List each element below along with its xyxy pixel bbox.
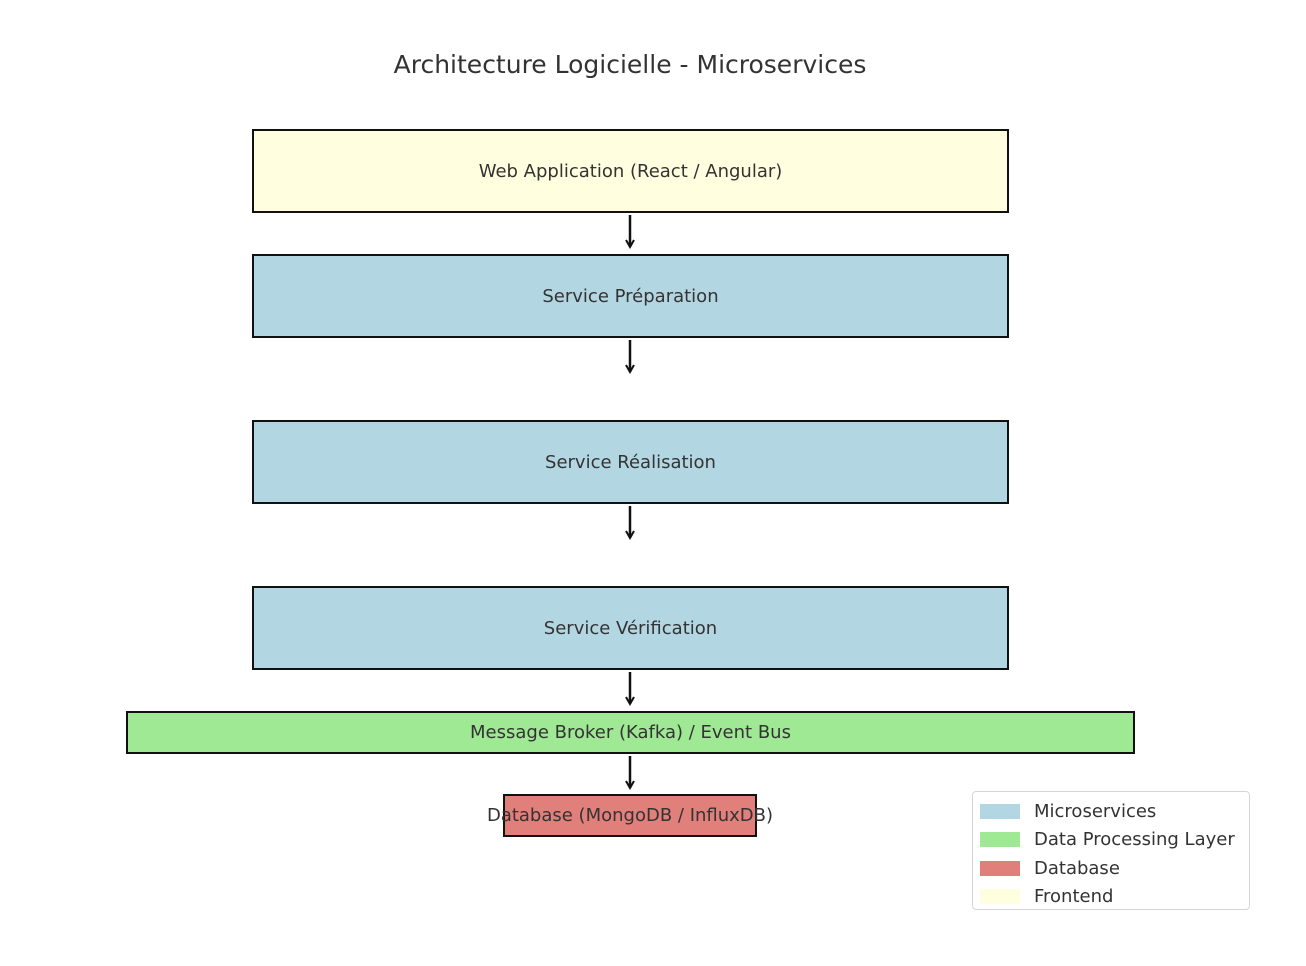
legend-item-frontend: Frontend <box>980 883 1249 912</box>
legend-item-data-processing-layer: Data Processing Layer <box>980 826 1249 855</box>
legend-label: Data Processing Layer <box>1034 829 1235 851</box>
legend-label: Microservices <box>1034 800 1157 822</box>
node-label: Web Application (React / Angular) <box>478 160 783 182</box>
legend-swatch <box>980 832 1020 848</box>
legend-swatch <box>980 860 1020 876</box>
legend: Microservices Data Processing Layer Data… <box>972 791 1250 910</box>
node-service-preparation: Service Préparation <box>252 254 1009 338</box>
legend-item-microservices: Microservices <box>980 797 1249 826</box>
node-database: Database (MongoDB / InfluxDB) <box>487 794 773 837</box>
legend-item-database: Database <box>980 854 1249 883</box>
node-label: Service Réalisation <box>545 451 716 473</box>
legend-swatch <box>980 889 1020 905</box>
node-label: Message Broker (Kafka) / Event Bus <box>470 722 791 743</box>
legend-label: Database <box>1034 857 1120 879</box>
node-service-verification: Service Vérification <box>252 586 1009 670</box>
legend-label: Frontend <box>1034 886 1114 908</box>
node-label: Service Vérification <box>543 617 718 639</box>
node-message-broker: Message Broker (Kafka) / Event Bus <box>126 711 1135 754</box>
node-label: Database (MongoDB / InfluxDB) <box>486 805 774 826</box>
node-label: Service Préparation <box>542 285 719 307</box>
diagram-title: Architecture Logicielle - Microservices <box>393 50 867 79</box>
legend-swatch <box>980 803 1020 819</box>
node-service-realisation: Service Réalisation <box>252 420 1009 504</box>
node-web-application: Web Application (React / Angular) <box>252 129 1009 213</box>
